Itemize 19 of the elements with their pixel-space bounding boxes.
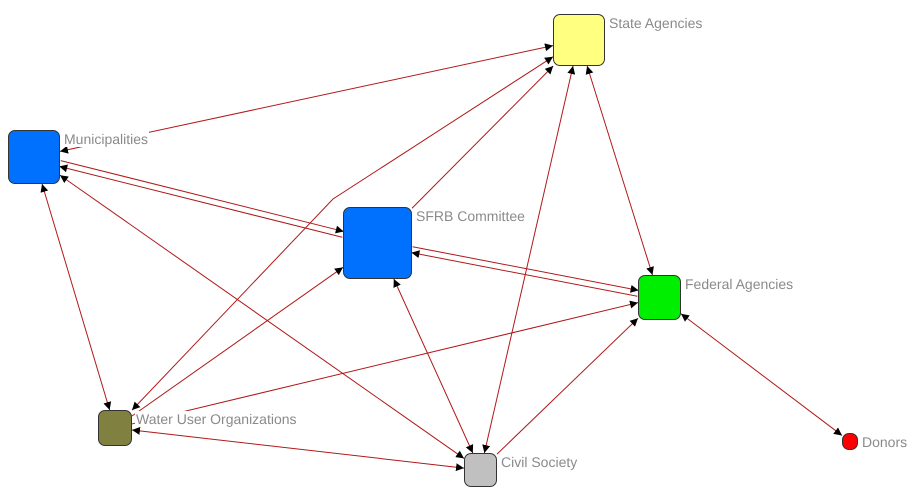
- arrow: [40, 184, 112, 410]
- arrow: [60, 174, 464, 459]
- node-label: Water User Organizations: [135, 411, 298, 427]
- node-label: SFRB Committee: [415, 208, 526, 224]
- arrow: [680, 313, 842, 436]
- arrow: [132, 300, 638, 424]
- node-label: Donors: [861, 434, 908, 450]
- arrow: [132, 56, 554, 411]
- arrow: [496, 318, 638, 455]
- arrow: [412, 66, 554, 209]
- node-label: Civil Society: [500, 454, 578, 470]
- node-label: State Agencies: [608, 15, 704, 31]
- arrow: [482, 66, 576, 454]
- arrow: [393, 278, 474, 454]
- arrow: [132, 266, 344, 417]
- node-label: Municipalities: [63, 131, 150, 147]
- node-label: Federal Agencies: [684, 276, 794, 292]
- arrow: [586, 66, 654, 276]
- arrow: [132, 426, 464, 472]
